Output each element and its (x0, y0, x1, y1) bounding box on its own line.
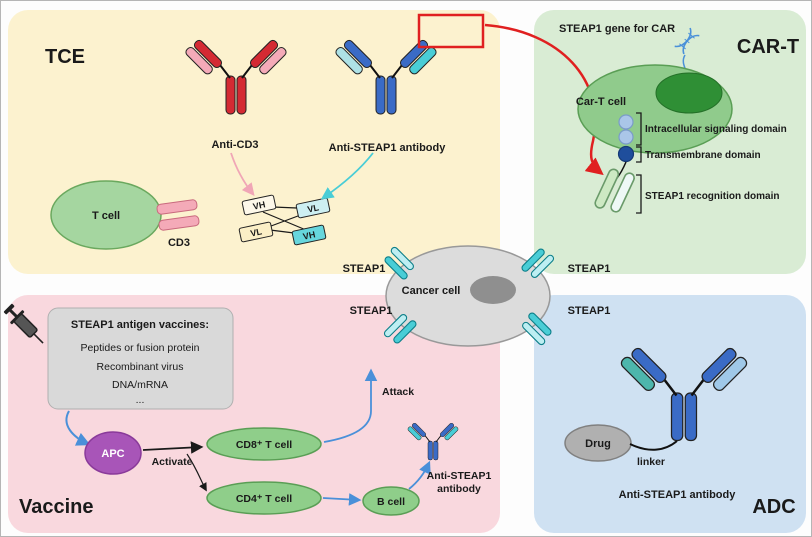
cd3-receptor-bar-1 (156, 199, 198, 215)
car-t-cell-nucleus (655, 72, 723, 114)
adc-panel (534, 295, 806, 533)
bracket-recognition (636, 174, 642, 214)
cd8-label: CD8⁺ T cell (236, 439, 292, 451)
drug-payload (564, 424, 632, 462)
svg-text:VH: VH (302, 229, 316, 241)
vaccine-line-2: Recombinant virus (97, 361, 184, 373)
drug-label: Drug (585, 438, 611, 450)
svg-text:VH: VH (252, 199, 266, 211)
highlight-box (417, 13, 485, 49)
bracket-transmembrane (636, 146, 642, 163)
domain-vl-1: VL (295, 197, 331, 219)
vaccine-box (47, 307, 234, 410)
b-cell-label: B cell (377, 496, 405, 508)
linker-line (629, 440, 678, 451)
cd3-label: CD3 (168, 237, 190, 249)
arrow-cd8-attack (323, 368, 378, 443)
t-cell (50, 180, 162, 250)
svg-text:VL: VL (306, 202, 320, 214)
t-cell-label: T cell (92, 210, 120, 222)
arrow-activate (142, 441, 204, 454)
cart-gene-label: STEAP1 gene for CAR (559, 23, 675, 35)
cd3-receptor-bar-2 (158, 215, 200, 231)
cart-title: CAR-T (737, 36, 799, 58)
steap1-label-lower-left: STEAP1 (350, 305, 393, 317)
vaccine-title: Vaccine (19, 496, 94, 518)
arrow-antisteap1-to-diabody (320, 152, 374, 200)
transmembrane-bead (617, 145, 635, 163)
diabody-linkers (262, 206, 307, 234)
attack-label: Attack (382, 386, 414, 398)
arrow-anticd3-to-diabody (230, 152, 255, 196)
tce-title: TCE (45, 46, 85, 68)
adc-title: ADC (752, 496, 795, 518)
cd4-label: CD4⁺ T cell (236, 493, 292, 505)
vaccine-antibody-label-2: antibody (437, 483, 481, 495)
vaccine-line-3: DNA/mRNA (112, 379, 168, 391)
domain-vh-1: VH (241, 194, 277, 216)
arrow-box-to-apc (65, 410, 91, 446)
steap1-label-upper-left: STEAP1 (343, 263, 386, 275)
car-t-cell-label: Car-T cell (576, 96, 626, 108)
domain-vh-2: VH (291, 224, 327, 246)
steap1-label-upper-right: STEAP1 (568, 263, 611, 275)
arrow-cd4-to-bcell (322, 493, 362, 506)
anti-steap1-label-tce: Anti-STEAP1 antibody (329, 142, 447, 154)
vaccine-line-4: ... (136, 394, 145, 406)
linker-label: linker (637, 456, 665, 468)
signaling-domain-bead-2 (618, 129, 634, 145)
cd8-t-cell (206, 427, 322, 461)
vaccine-line-1: Peptides or fusion protein (80, 342, 199, 354)
signaling-domain-bead-1 (618, 114, 634, 130)
cd4-t-cell (206, 481, 322, 515)
transmembrane-label: Transmembrane domain (645, 150, 761, 161)
arrow-apc-to-cd4 (186, 453, 207, 492)
anti-cd3-label: Anti-CD3 (211, 139, 258, 151)
cancer-cell (385, 245, 551, 347)
domain-vl-2: VL (238, 221, 274, 243)
apc-label: APC (101, 448, 124, 460)
intracellular-label: Intracellular signaling domain (645, 124, 787, 135)
svg-text:VL: VL (249, 226, 263, 238)
vaccine-box-title: STEAP1 antigen vaccines: (71, 319, 209, 331)
recognition-label: STEAP1 recognition domain (645, 191, 779, 202)
adc-antibody-label: Anti-STEAP1 antibody (619, 489, 737, 501)
bracket-intracellular (636, 112, 642, 146)
activate-label: Activate (152, 456, 193, 468)
cancer-cell-label: Cancer cell (402, 285, 461, 297)
arrow-bcell-to-antibody (408, 460, 431, 490)
b-cell (362, 486, 420, 516)
steap1-label-lower-right: STEAP1 (568, 305, 611, 317)
vaccine-antibody-label-1: Anti-STEAP1 (427, 470, 492, 482)
apc-cell (84, 431, 142, 475)
cancer-cell-nucleus (470, 276, 516, 304)
